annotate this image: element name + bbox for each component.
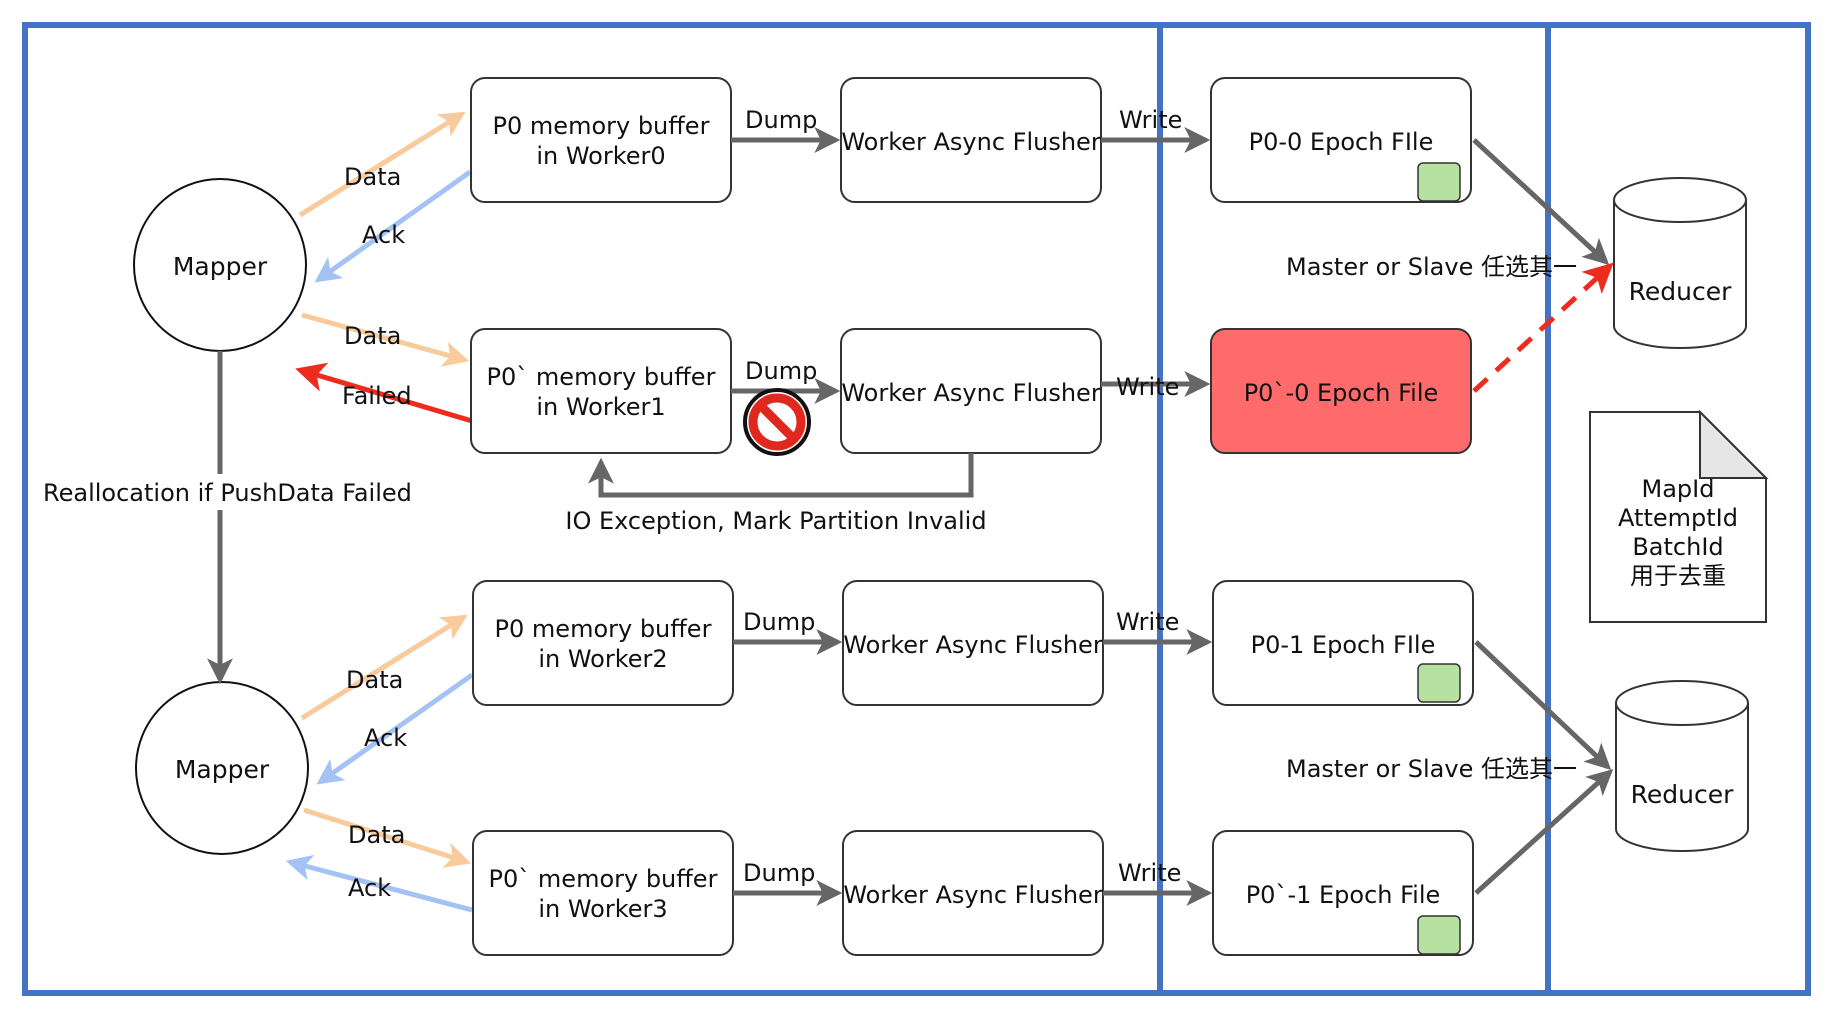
data-label-row3: Data [348,821,405,849]
mapper-top: Mapper [133,178,307,352]
failed-arrow-row1 [295,362,473,424]
write-label-row3: Write [1118,859,1181,887]
buffer-line1-row1: P0` memory buffer [487,363,716,391]
note-line3: BatchId [1632,533,1723,561]
flusher-label-row0: Worker Async Flusher [841,128,1101,156]
dump-label-row0: Dump [745,106,817,134]
panel-right [1545,22,1811,996]
row-2: P0 memory buffer in Worker2 Dump Worker … [472,580,1474,706]
mapper-top-label: Mapper [173,252,268,281]
buffer-line1-row3: P0` memory buffer [489,865,718,893]
buffer-line2-row2: in Worker2 [538,645,667,673]
reducer-top-label: Reducer [1629,277,1732,306]
mapper-bottom: Mapper [135,681,309,855]
data-arrow-row0 [298,111,466,218]
green-square-icon [1417,663,1461,703]
failed-label-row1: Failed [342,382,412,410]
epoch-file-label-row2: P0-1 Epoch FIle [1251,631,1436,659]
epoch-file-label-row3: P0`-1 Epoch File [1246,881,1441,909]
write-label-row1: Write [1116,373,1179,401]
note-line4: 用于去重 [1630,562,1726,590]
data-label-row1: Data [344,322,401,350]
data-label-row0: Data [344,163,401,191]
reallocation-label-bg [40,474,410,510]
mapper-bottom-label: Mapper [175,755,270,784]
dump-label-row2: Dump [743,608,815,636]
ack-arrow-row0 [314,169,472,283]
note-line2: AttemptId [1618,504,1738,532]
buffer-line1-row2: P0 memory buffer [495,615,712,643]
no-entry-icon [743,388,811,456]
panel-frames [22,22,1811,996]
flusher-label-row1: Worker Async Flusher [841,379,1101,407]
epoch-file-label-row1: P0`-0 Epoch File [1244,379,1439,407]
buffer-line1-row0: P0 memory buffer [493,112,710,140]
epoch-file-box-row2 [1212,580,1474,706]
data-label-row2: Data [346,666,403,694]
epoch-to-reducer-row2 [1474,640,1612,770]
data-arrow-row2 [300,614,468,721]
row-0: P0 memory buffer in Worker0 Dump Worker … [470,77,1472,203]
ack-arrow-row3 [285,854,473,913]
flusher-label-row2: Worker Async Flusher [843,631,1103,659]
write-label-row0: Write [1119,106,1182,134]
note-document: MapId AttemptId BatchId 用于去重 [1589,409,1769,623]
ack-label-row0: Ack [362,221,405,249]
reallocation-label: Reallocation if PushData Failed [43,479,412,507]
epoch-to-reducer-row0 [1472,138,1610,265]
data-arrow-row3 [303,807,472,868]
io-exception-arrow [588,453,974,498]
epoch-to-reducer-row3 [1474,769,1614,895]
epoch-file-box-row0 [1210,77,1472,203]
buffer-line2-row3: in Worker3 [538,895,667,923]
row-1: P0` memory buffer in Worker1 Dump Worker… [470,328,1472,535]
ack-label-row3: Ack [348,874,391,902]
epoch-file-box-row3 [1212,830,1474,956]
ack-arrow-row2 [316,672,474,785]
buffer-box-row2 [472,580,734,706]
dump-label-row3: Dump [743,859,815,887]
io-exception-label: IO Exception, Mark Partition Invalid [565,507,986,535]
buffer-line2-row1: in Worker1 [536,393,665,421]
row-3: P0` memory buffer in Worker3 Dump Worker… [472,830,1474,956]
flusher-label-row3: Worker Async Flusher [843,881,1103,909]
reducer-bottom-label: Reducer [1631,780,1734,809]
reducer-top: Reducer [1613,177,1747,349]
epoch-file-label-row0: P0-0 Epoch FIle [1249,128,1434,156]
buffer-line2-row0: in Worker0 [536,142,665,170]
dump-label-row1: Dump [745,357,817,385]
master-slave-label-top: Master or Slave 任选其一 [1286,253,1577,281]
buffer-box-row1 [470,328,732,454]
epoch-to-reducer-row1 [1472,262,1614,393]
buffer-box-row0 [470,77,732,203]
buffer-box-row3 [472,830,734,956]
master-slave-label-bottom: Master or Slave 任选其一 [1286,755,1577,783]
green-square-icon [1417,162,1461,202]
write-label-row2: Write [1116,608,1179,636]
reducer-bottom: Reducer [1615,680,1749,852]
data-arrow-row1 [301,312,470,367]
ack-label-row2: Ack [364,724,407,752]
note-line1: MapId [1642,475,1715,503]
green-square-icon [1417,915,1461,955]
epoch-file-box-row1 [1210,328,1472,454]
